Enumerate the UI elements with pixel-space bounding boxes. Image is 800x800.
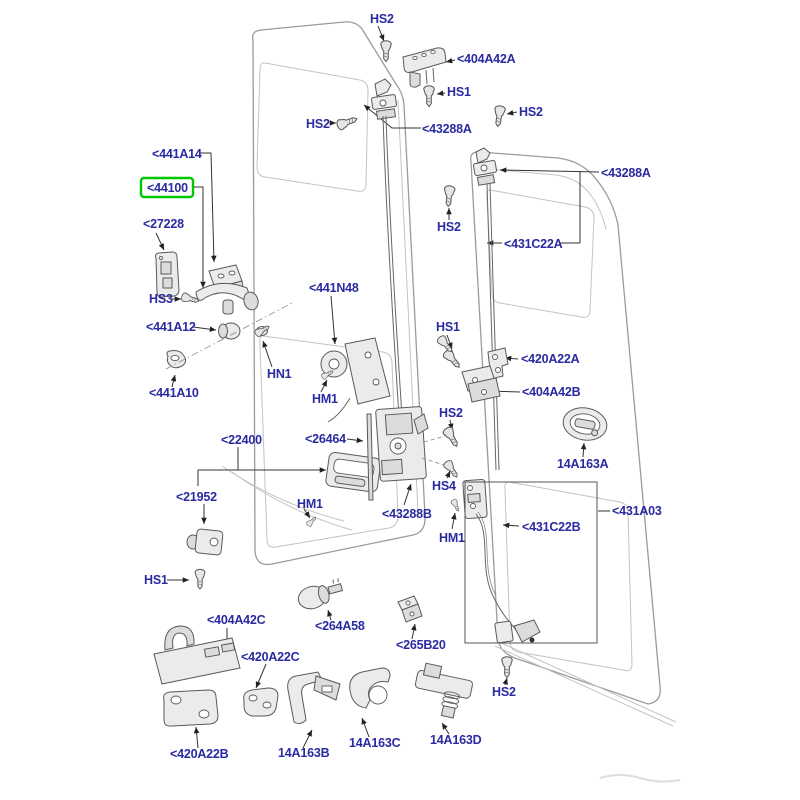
- detail-box-431a03: [464, 481, 598, 644]
- callout-labels: HS2 <404A42A HS1 HS2 <43288A <441A14 <44…: [139, 12, 662, 761]
- bolt-hm1-right: [450, 498, 462, 513]
- label-404a42c: <404A42C: [207, 613, 266, 627]
- label-264a58: <264A58: [315, 619, 365, 633]
- label-hs2-bottom-right: HS2: [492, 685, 516, 699]
- label-441a12: <441A12: [146, 320, 196, 334]
- screw-hs2-bottom-right: [501, 656, 513, 678]
- label-hs1-bottom-left: HS1: [144, 573, 168, 587]
- label-hn1: HN1: [267, 367, 292, 381]
- parts: [153, 40, 608, 727]
- label-hs3: HS3: [149, 292, 173, 306]
- part-441a12-bushing: [218, 322, 241, 340]
- label-404a42b: <404A42B: [522, 385, 581, 399]
- screw-hs4: [441, 458, 462, 481]
- label-420a22a: <420A22A: [521, 352, 580, 366]
- label-hm1-center: HM1: [312, 392, 338, 406]
- label-265b20: <265B20: [396, 638, 446, 652]
- label-404a42a: <404A42A: [457, 52, 516, 66]
- label-431c22a: <431C22A: [504, 237, 563, 251]
- part-404a42a-bracket: [402, 47, 447, 88]
- sill-line: [494, 640, 677, 727]
- part-265b20-bracket: [397, 595, 423, 623]
- part-14a163b-clip: [287, 671, 341, 725]
- part-43288b-latch: [375, 406, 448, 482]
- label-44100: <44100: [147, 181, 188, 195]
- screw-hs1-center: [441, 347, 464, 372]
- label-27228: <27228: [143, 217, 184, 231]
- screw-hs2-center: [441, 425, 462, 450]
- rod-right-door: [486, 183, 500, 471]
- label-hs2-left-bolt: HS2: [306, 117, 330, 131]
- label-43288a-left: <43288A: [422, 122, 472, 136]
- rod-left-door: [382, 115, 404, 433]
- part-14a163a-handle: [562, 407, 608, 441]
- part-404a42c-bracket: [153, 625, 241, 685]
- part-27228-lock: [154, 251, 180, 298]
- part-22400-exterior-handle: [325, 451, 382, 493]
- axis-centerline: [165, 302, 293, 370]
- label-441a10: <441A10: [149, 386, 199, 400]
- part-43288a-right-latch: [472, 147, 498, 186]
- label-441n48: <441N48: [309, 281, 359, 295]
- label-22400: <22400: [221, 433, 262, 447]
- part-420a22b-gasket: [163, 689, 219, 727]
- part-14a163d-bracket: [414, 662, 473, 719]
- label-hm1-bottom-left: HM1: [297, 497, 323, 511]
- label-14a163c: 14A163C: [349, 736, 401, 750]
- part-420a22c-gasket: [243, 687, 279, 717]
- right-door-window: [486, 189, 595, 318]
- label-26464: <26464: [305, 432, 346, 446]
- label-hs2-center: HS2: [439, 406, 463, 420]
- label-441a14: <441A14: [152, 147, 202, 161]
- part-44100-handle: [195, 282, 259, 315]
- part-21952-cylinder: [186, 528, 224, 556]
- part-cable-end: [494, 619, 541, 644]
- label-420a22c: <420A22C: [241, 650, 300, 664]
- label-14a163a: 14A163A: [557, 457, 609, 471]
- label-hs2-top: HS2: [370, 12, 394, 26]
- part-14a163c-clamp: [349, 667, 391, 709]
- label-14a163d: 14A163D: [430, 733, 482, 747]
- screw-hs2-right-door: [442, 184, 456, 208]
- part-441a10-cap: [166, 350, 187, 369]
- screw-hs1-top: [423, 85, 435, 107]
- part-404a42b-hinge: [461, 365, 501, 403]
- label-21952: <21952: [176, 490, 217, 504]
- label-hs2-right-door: HS2: [437, 220, 461, 234]
- label-hm1-right: HM1: [439, 531, 465, 545]
- part-26464-rod: [366, 413, 374, 501]
- label-hs1-top: HS1: [447, 85, 471, 99]
- label-431a03: <431A03: [612, 504, 662, 518]
- part-264a58-lock-cylinder: [297, 578, 344, 610]
- label-hs2-upper-right: HS2: [519, 105, 543, 119]
- screw-hs2-upper-right: [492, 104, 507, 128]
- cable-431c22b-edge: [477, 511, 497, 597]
- highlight-box-44100: [139, 176, 195, 199]
- label-hs1-center: HS1: [436, 320, 460, 334]
- label-hs4: HS4: [432, 479, 456, 493]
- label-431c22b: <431C22B: [522, 520, 581, 534]
- watermark-scribble: [599, 774, 681, 783]
- label-43288b: <43288B: [382, 507, 432, 521]
- screw-hs2-top: [380, 40, 392, 62]
- part-441n48-latch: [320, 337, 391, 423]
- left-door-window: [256, 62, 369, 192]
- label-420a22b: <420A22B: [170, 747, 229, 761]
- screw-hs1-bottom-left: [194, 568, 206, 590]
- part-lower-latch-right: [462, 478, 488, 520]
- leader-lines: [155, 25, 610, 749]
- label-14a163b: 14A163B: [278, 746, 330, 760]
- label-43288a-right: <43288A: [601, 166, 651, 180]
- part-43288a-left-latch: [371, 78, 397, 120]
